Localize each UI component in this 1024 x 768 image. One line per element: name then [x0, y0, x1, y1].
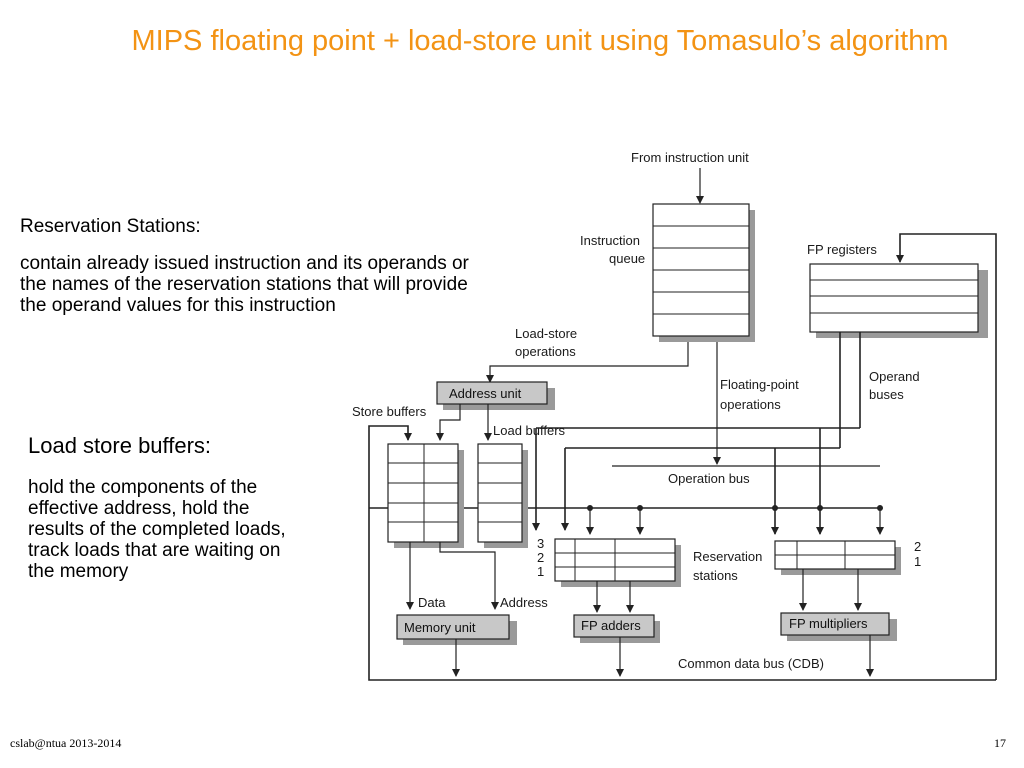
- multiplier-reservation-stations: [774, 540, 901, 575]
- fp-adders: [573, 614, 660, 643]
- memory-unit: [396, 614, 517, 645]
- load-buffers-label: Load buffers: [493, 423, 566, 438]
- fp-adders-label: FP adders: [581, 618, 641, 633]
- operand-buses-label-1: Operand: [869, 369, 920, 384]
- data-label: Data: [418, 595, 446, 610]
- operation-bus-label: Operation bus: [668, 471, 750, 486]
- operand-buses-label-2: buses: [869, 387, 904, 402]
- from-instruction-unit-label: From instruction unit: [631, 150, 749, 165]
- footer-credit: cslab@ntua 2013-2014: [10, 736, 122, 750]
- reservation-stations-description: contain already issued instruction and i…: [20, 253, 469, 316]
- instruction-queue: [652, 203, 755, 342]
- store-buffers-label: Store buffers: [352, 404, 427, 419]
- adder-reservation-stations: [554, 538, 681, 587]
- reservation-stations-label-1: Reservation: [693, 549, 762, 564]
- reservation-stations-label-2: stations: [693, 568, 738, 583]
- fp-multipliers: [780, 612, 897, 641]
- floating-point-operations-label-1: Floating-point: [720, 377, 799, 392]
- adder-rs-number: 1: [537, 564, 544, 579]
- floating-point-operations-label-2: operations: [720, 397, 781, 412]
- store-buffers: [387, 443, 464, 548]
- fp-registers-label: FP registers: [807, 242, 877, 257]
- page-number: 17: [994, 736, 1006, 750]
- load-buffers: [477, 443, 528, 548]
- reservation-stations-heading: Reservation Stations:: [20, 216, 201, 237]
- mult-rs-number: 1: [914, 554, 921, 569]
- slide-title: MIPS floating point + load-store unit us…: [131, 25, 949, 57]
- mult-rs-number: 2: [914, 539, 921, 554]
- load-store-operations-label-1: Load-store: [515, 326, 577, 341]
- adder-rs-number: 3: [537, 536, 544, 551]
- memory-unit-label: Memory unit: [404, 620, 476, 635]
- address-unit-label: Address unit: [449, 386, 522, 401]
- fp-multipliers-label: FP multipliers: [789, 616, 868, 631]
- instruction-queue-label-2: queue: [609, 251, 645, 266]
- adder-rs-number: 2: [537, 550, 544, 565]
- load-store-operations-label-2: operations: [515, 344, 576, 359]
- address-unit: [436, 381, 555, 410]
- instruction-queue-label-1: Instruction: [580, 233, 640, 248]
- cdb-label: Common data bus (CDB): [678, 656, 824, 671]
- load-store-buffers-description: hold the components of the effective add…: [28, 477, 286, 582]
- address-label: Address: [500, 595, 548, 610]
- fp-registers: [809, 263, 988, 338]
- load-store-buffers-heading: Load store buffers:: [28, 433, 212, 458]
